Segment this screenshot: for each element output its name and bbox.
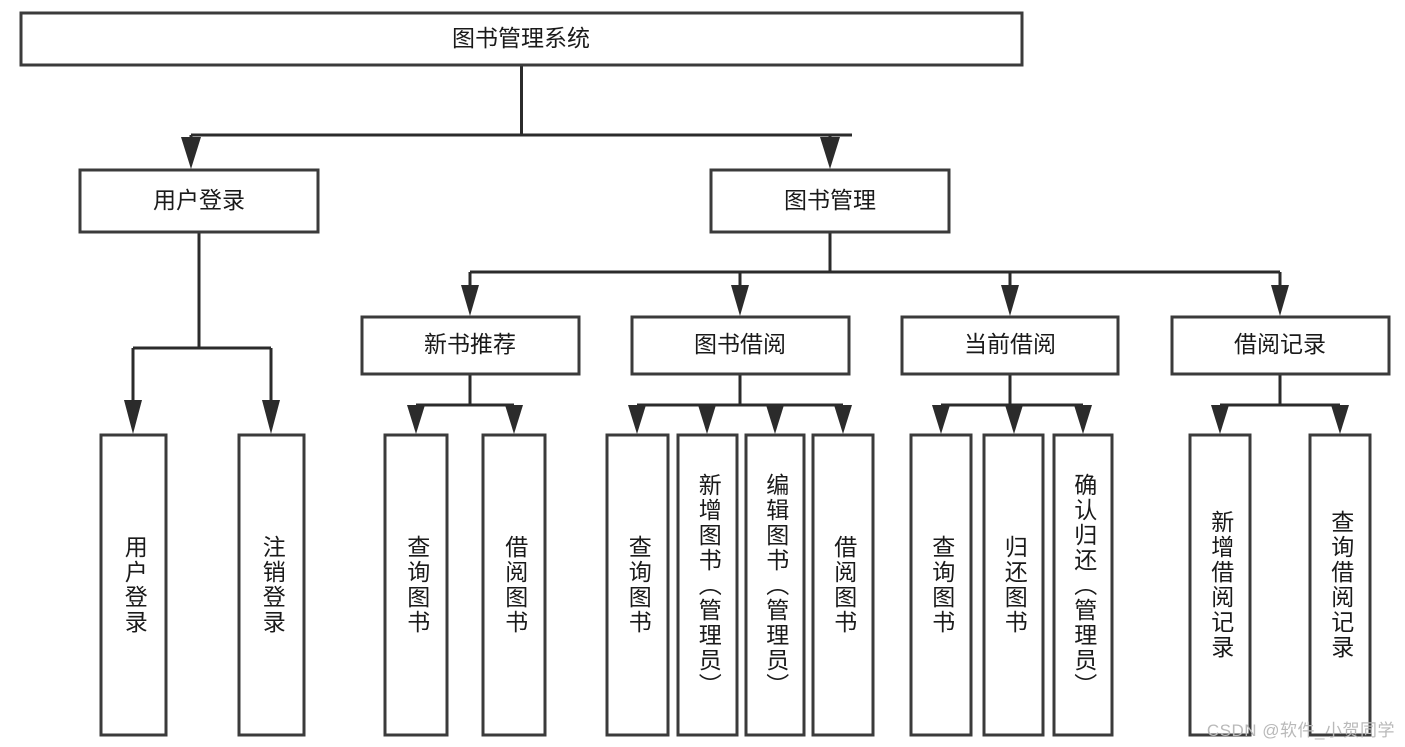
leaf-box-borrow-book[interactable] <box>811 433 875 737</box>
arrow-leaf-borrowrecord-0 <box>1211 405 1229 434</box>
arrow-leaf-currentborrow-0 <box>932 405 950 434</box>
leaf-box-user-login[interactable] <box>99 433 168 737</box>
node-book-borrow[interactable]: 图书借阅 <box>630 315 851 376</box>
leaf-box-query-book-borrow[interactable] <box>605 433 670 737</box>
arrow-leaf-currentborrow-1 <box>1005 405 1023 434</box>
arrow-to-user-login <box>181 137 201 169</box>
connector-root-to-level2 <box>181 65 852 169</box>
node-new-book-recommend-box[interactable] <box>360 315 581 376</box>
leaf-box-query-book-newbook[interactable] <box>383 433 449 737</box>
leaf-box-logout[interactable] <box>237 433 306 737</box>
arrow-to-borrow-record <box>1271 285 1289 316</box>
leaf-box-borrow-book-newbook[interactable] <box>481 433 547 737</box>
arrow-leaf-borrow-0 <box>628 405 646 434</box>
node-book-borrow-label: 图书借阅 <box>694 331 786 357</box>
arrow-leaf-borrow-2 <box>766 405 784 434</box>
csdn-watermark: CSDN @软件_小贺同学 <box>1206 721 1395 740</box>
leaf-box-add-book-admin[interactable] <box>676 433 739 737</box>
node-new-book-recommend-label: 新书推荐 <box>424 331 516 357</box>
node-book-management-label: 图书管理 <box>784 187 876 213</box>
node-book-management[interactable]: 图书管理 <box>709 168 951 234</box>
arrow-leaf-borrow-1 <box>698 405 716 434</box>
leaf-boxes <box>99 433 1372 737</box>
node-root-box[interactable] <box>19 11 1024 67</box>
arrow-to-new-book <box>461 285 479 316</box>
node-book-management-box[interactable] <box>709 168 951 234</box>
arrow-to-borrow <box>731 285 749 316</box>
connector-userlogin-to-leaves <box>124 232 280 434</box>
arrow-leaf-currentborrow-2 <box>1074 405 1092 434</box>
arrow-leaf-userlogin-0 <box>124 400 142 434</box>
leaf-box-return-book[interactable] <box>982 433 1045 737</box>
connector-bookmgmt-to-level3 <box>461 232 1289 316</box>
node-borrow-record-label: 借阅记录 <box>1234 331 1326 357</box>
leaf-box-query-book-current[interactable] <box>909 433 973 737</box>
node-borrow-record-box[interactable] <box>1170 315 1391 376</box>
node-user-login-label: 用户登录 <box>153 187 245 213</box>
arrow-leaf-userlogin-1 <box>262 400 280 434</box>
node-borrow-record[interactable]: 借阅记录 <box>1170 315 1391 376</box>
arrow-leaf-newbook-1 <box>505 405 523 434</box>
arrow-to-book-mgmt <box>820 137 840 169</box>
node-new-book-recommend[interactable]: 新书推荐 <box>360 315 581 376</box>
connector-newbook-to-leaves <box>407 374 523 434</box>
arrow-leaf-borrowrecord-1 <box>1331 405 1349 434</box>
node-book-borrow-box[interactable] <box>630 315 851 376</box>
node-current-borrow[interactable]: 当前借阅 <box>900 315 1120 376</box>
node-user-login[interactable]: 用户登录 <box>78 168 320 234</box>
node-user-login-box[interactable] <box>78 168 320 234</box>
arrow-leaf-borrow-3 <box>834 405 852 434</box>
node-current-borrow-label: 当前借阅 <box>964 331 1056 357</box>
arrow-leaf-newbook-0 <box>407 405 425 434</box>
leaf-box-edit-book-admin[interactable] <box>744 433 806 737</box>
node-root-label: 图书管理系统 <box>452 25 590 51</box>
node-current-borrow-box[interactable] <box>900 315 1120 376</box>
node-root[interactable]: 图书管理系统 <box>19 11 1024 67</box>
connector-borrowrecord-to-leaves <box>1211 374 1349 434</box>
arrow-to-current-borrow <box>1001 285 1019 316</box>
connector-currentborrow-to-leaves <box>932 374 1092 434</box>
connector-borrow-to-leaves <box>628 374 852 434</box>
leaf-box-confirm-return-admin[interactable] <box>1052 433 1114 737</box>
leaf-box-add-borrow-record[interactable] <box>1188 433 1252 737</box>
leaf-box-query-borrow-record[interactable] <box>1308 433 1372 737</box>
